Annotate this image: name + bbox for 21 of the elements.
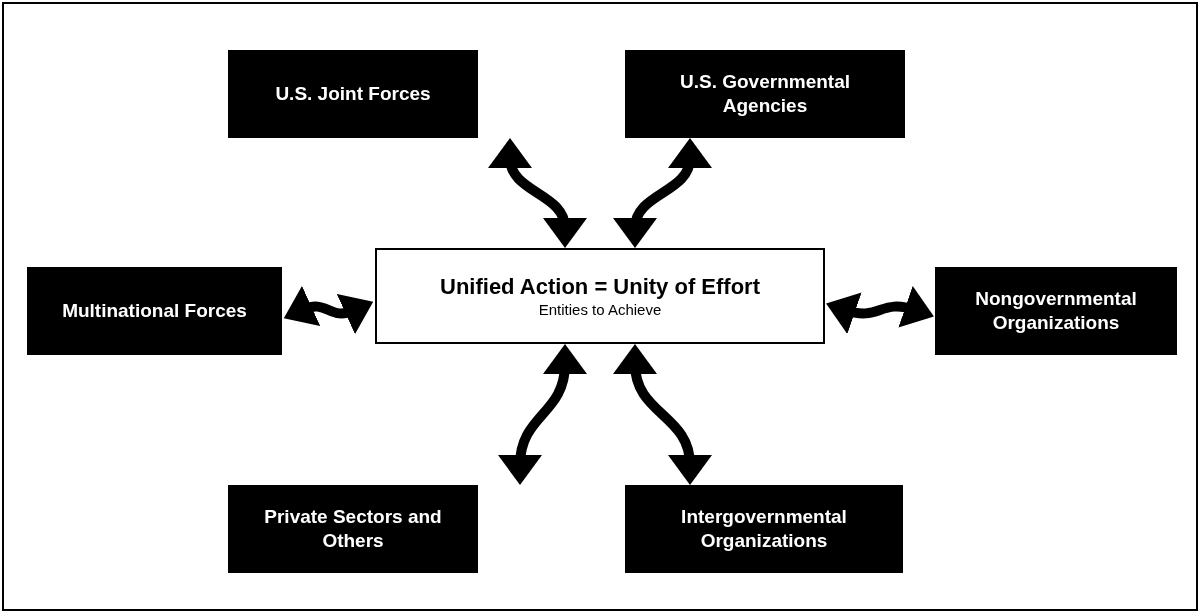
double-arrow <box>489 138 586 248</box>
box-title: Unified Action = Unity of Effort <box>440 272 760 300</box>
double-arrow <box>825 286 935 334</box>
box-title: Intergovernmental Organizations <box>680 505 848 553</box>
entity-box <box>27 267 282 355</box>
entity-box <box>625 485 903 573</box>
double-arrow <box>498 344 587 485</box>
box-title: Nongovernmental Organizations <box>974 287 1138 335</box>
box-subtitle: Entities to Achieve <box>538 300 662 320</box>
box-title: U.S. Governmental Agencies <box>679 70 851 118</box>
entity-box <box>228 50 478 138</box>
double-arrow <box>614 344 711 485</box>
box-title: Multinational Forces <box>62 299 247 323</box>
entity-box <box>625 50 905 138</box>
box-title: U.S. Joint Forces <box>275 82 431 106</box>
entity-box <box>935 267 1177 355</box>
central-box <box>375 248 825 344</box>
double-arrow <box>614 138 711 248</box>
entity-box <box>228 485 478 573</box>
box-title: Private Sectors and Others <box>263 505 443 553</box>
double-arrow <box>283 285 374 335</box>
